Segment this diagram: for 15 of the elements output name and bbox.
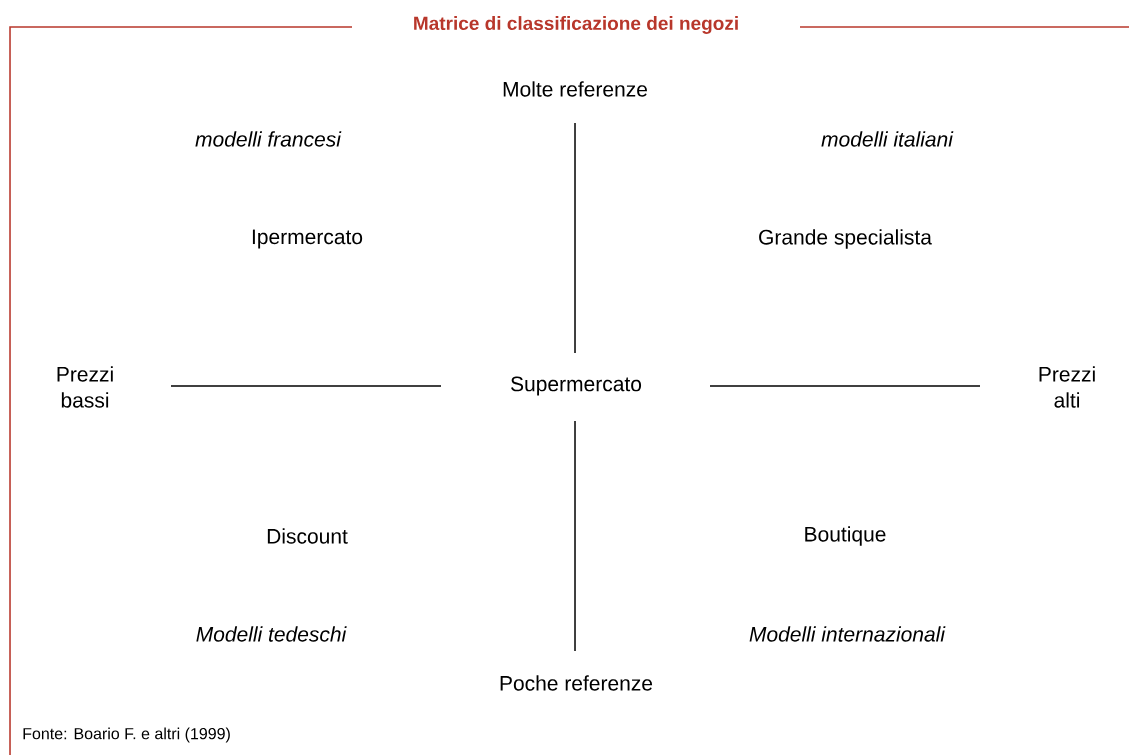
quadrant-label: Discount xyxy=(267,528,348,544)
caption: Fonte: Boario F. e altri (1999) xyxy=(23,727,230,743)
axis-label: Prezzi bassi xyxy=(57,366,113,408)
axis-label: Prezzi alti xyxy=(1039,366,1095,408)
quadrant-note: modelli italiani xyxy=(821,131,954,147)
quadrant-note: modelli francesi xyxy=(195,131,342,147)
axis-label: Molte referenze xyxy=(503,81,647,97)
center-label: Supermercato xyxy=(511,376,642,396)
quadrant-label: Ipermercato xyxy=(252,229,363,249)
quadrant-note: Modelli internazionali xyxy=(749,626,946,642)
quadrant-label: Boutique xyxy=(805,526,886,546)
axis-label: Poche referenze xyxy=(500,675,653,691)
quadrant-note: Modelli tedeschi xyxy=(196,626,347,642)
title: Matrice di classificazione dei negozi xyxy=(414,16,738,34)
quadrant-label: Grande specialista xyxy=(759,229,932,249)
